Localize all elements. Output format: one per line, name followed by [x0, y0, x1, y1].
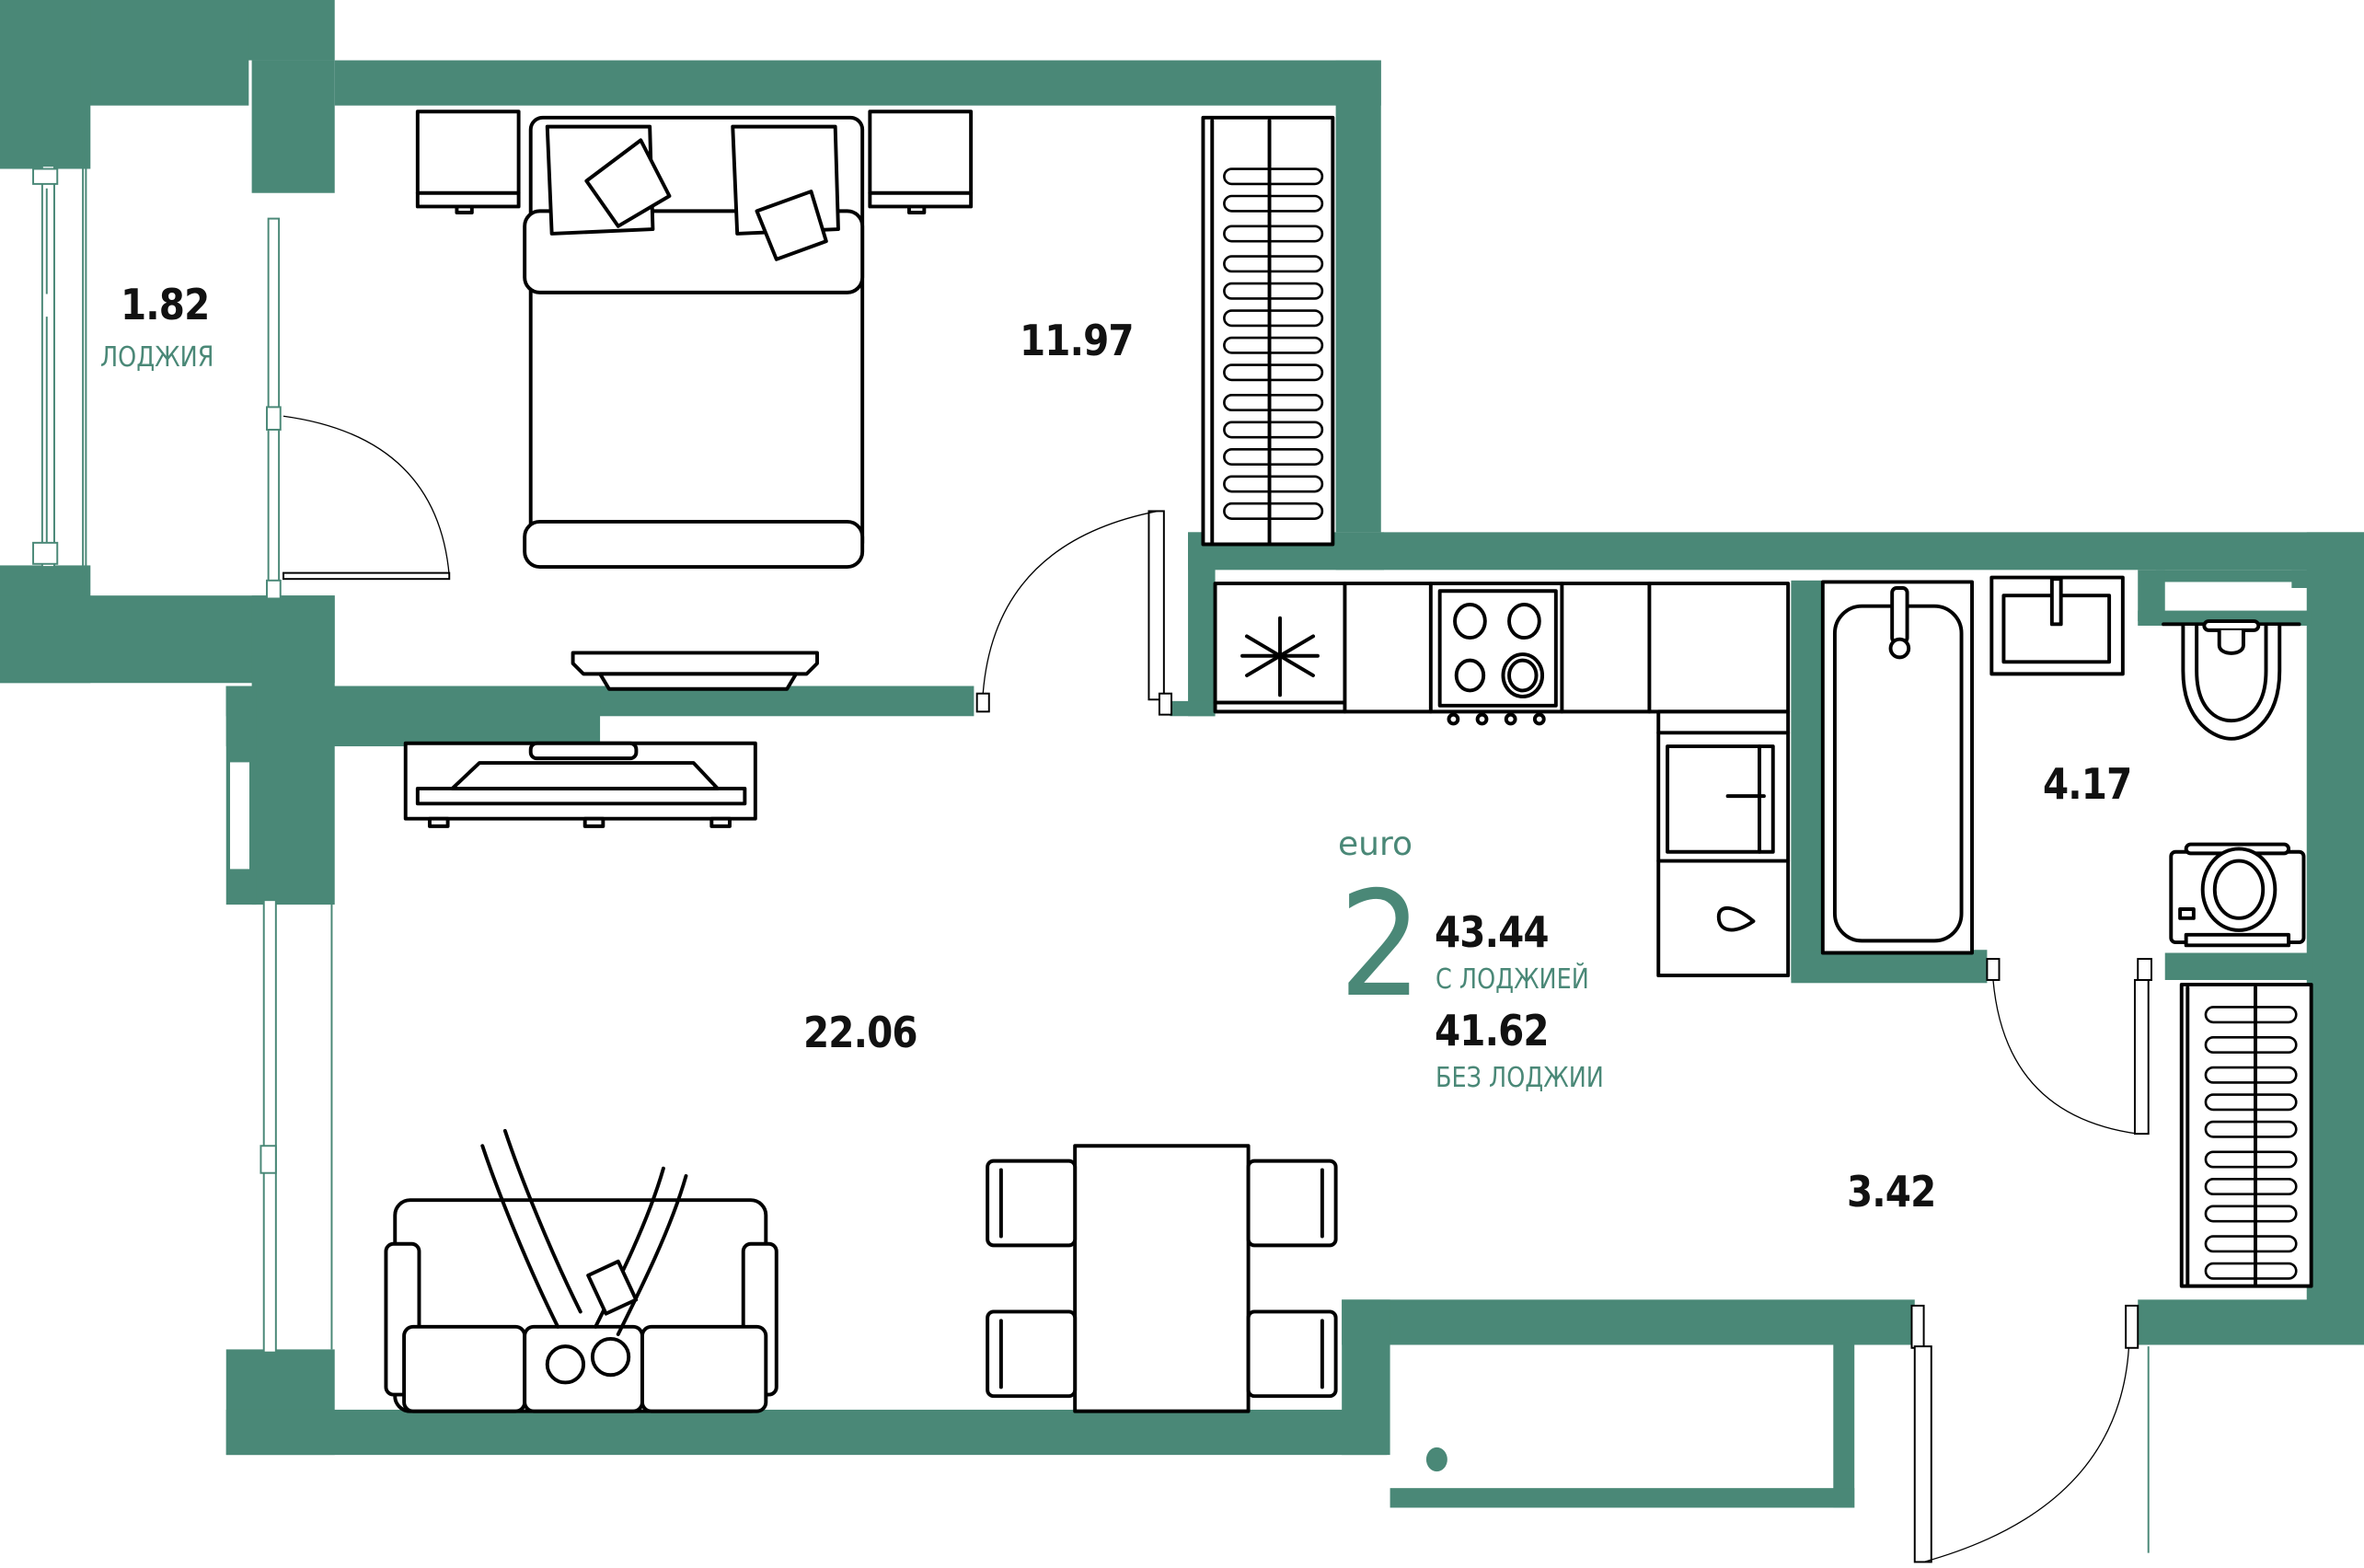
room-area-loggia: 1.82 — [121, 280, 210, 329]
entrance-dot-icon — [1425, 1447, 1447, 1472]
windows — [32, 128, 333, 1354]
snowflake-icon — [1240, 616, 1320, 698]
double-bed-icon — [415, 110, 974, 570]
rooms-count: 2 — [1339, 860, 1423, 1030]
area-with-loggia-label: С ЛОДЖИЕЙ — [1436, 963, 1589, 996]
room-area-hallway: 3.42 — [1847, 1167, 1936, 1216]
room-label-loggia: ЛОДЖИЯ — [100, 341, 214, 374]
sofa-icon — [384, 1128, 778, 1413]
wardrobe-icon — [1201, 115, 1335, 547]
doors — [283, 415, 2152, 1563]
area-with-loggia: 43.44 — [1435, 907, 1550, 957]
dining-table-icon — [986, 1144, 1338, 1413]
sink-icon — [1666, 744, 1775, 932]
sink-icon — [1989, 575, 2125, 676]
room-area-living-kitchen: 22.06 — [803, 1008, 918, 1057]
layout-type: euro — [1338, 825, 1413, 863]
room-area-bedroom: 11.97 — [1020, 316, 1135, 365]
toilet-icon — [2162, 619, 2301, 741]
area-without-loggia: 41.62 — [1435, 1006, 1550, 1055]
cooktop-icon — [1437, 589, 1558, 726]
walls — [0, 0, 2364, 1508]
washing-machine-icon — [2169, 842, 2306, 948]
tv-stand-icon — [571, 651, 819, 691]
room-area-bathroom: 4.17 — [2043, 759, 2132, 809]
area-without-loggia-label: БЕЗ ЛОДЖИИ — [1436, 1062, 1604, 1094]
wardrobe-icon — [2179, 982, 2313, 1288]
tv-stand-icon — [403, 741, 757, 828]
bathtub-icon — [1820, 580, 1974, 955]
